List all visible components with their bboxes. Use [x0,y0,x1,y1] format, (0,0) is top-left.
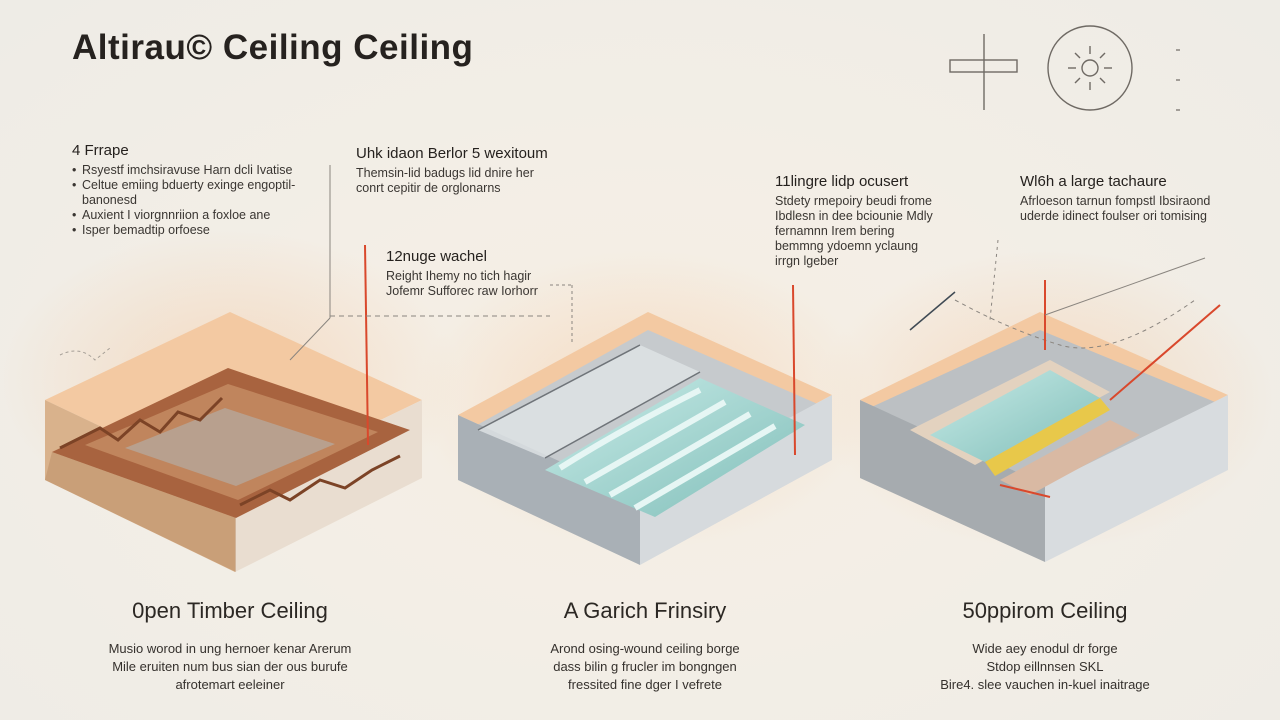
panel-description-line: Wide aey enodul dr forge [972,641,1118,656]
frame-note-item: Celtue emiing bduerty exinge engoptil- b… [72,178,332,208]
top-center-note-body: Themsin-lid badugs lid dnire her conrt c… [356,166,534,195]
insulated-ceiling-model [330,284,832,565]
frame-note-heading: 4 Frrape [72,142,129,159]
top-icons [949,25,1180,111]
top-center-note-heading: Uhk idaon Berlor 5 wexitoum [356,145,548,162]
right-top-note: Wl6h a large tachaure Afrloeson tarnun f… [1020,174,1230,224]
panel-caption-insulated: A Garich Frinsiry Arond osing-wound ceil… [465,598,825,694]
frame-note-item: Isper bemadtip orfoese [72,223,332,238]
panel-description-line: afrotemart eeleiner [175,677,285,692]
panel-caption-suspended: 50ppirom Ceiling Wide aey enodul dr forg… [865,598,1225,694]
frame-note-item: Rsyestf imchsiravuse Harn dcli Ivatise [72,163,332,178]
right-top-note-body: Afrloeson tarnun fompstl Ibsiraond uderd… [1020,194,1211,223]
section-symbol-icon [949,34,1018,110]
panel-description-line: Stdop eillnnsen SKL [986,659,1104,674]
suspended-ceiling-model [860,239,1228,562]
right-mid-note: 11lingre lidp ocusert Stdety rmepoiry be… [775,174,945,269]
mid-center-note: 12nuge wachel Reight Ihemy no tich hagir… [386,249,546,299]
panel-description-line: Musio worod in ung hernoer kenar Arerum [108,641,352,656]
right-mid-note-body: Stdety rmepoiry beudi frome Ibdlesn in d… [775,194,933,268]
panel-title: 50ppirom Ceiling [962,598,1128,623]
panel-description-line: Arond osing-wound ceiling borge [550,641,740,656]
panel-title: A Garich Frinsiry [563,598,727,623]
panel-title: 0pen Timber Ceiling [132,598,328,623]
panel-description-line: Bire4. slee vauchen in-kuel inaitrage [940,677,1150,692]
mid-center-note-body: Reight Ihemy no tich hagir Jofemr Suffor… [386,269,538,298]
mid-center-note-heading: 12nuge wachel [386,248,487,265]
panel-description-line: Mile eruiten num bus sian der ous burufe [112,659,348,674]
frame-note: 4 Frrape Rsyestf imchsiravuse Harn dcli … [72,143,332,238]
sun-circle-icon [1047,25,1133,111]
panel-caption-timber: 0pen Timber Ceiling Musio worod in ung h… [50,598,410,694]
page-title: Altirau© Ceiling Ceiling [72,28,474,67]
panel-description-line: dass bilin g frucler im bongngen [553,659,737,674]
top-center-note: Uhk idaon Berlor 5 wexitoum Themsin-lid … [356,146,556,196]
timber-ceiling-model [45,165,422,572]
right-mid-note-heading: 11lingre lidp ocusert [775,173,909,190]
frame-note-item: Auxient I viorgnnriion a foxloe ane [72,208,332,223]
scale-ruler-icon [1176,49,1180,111]
right-top-note-heading: Wl6h a large tachaure [1020,173,1167,190]
panel-description-line: fressited fine dger I vefrete [568,677,722,692]
